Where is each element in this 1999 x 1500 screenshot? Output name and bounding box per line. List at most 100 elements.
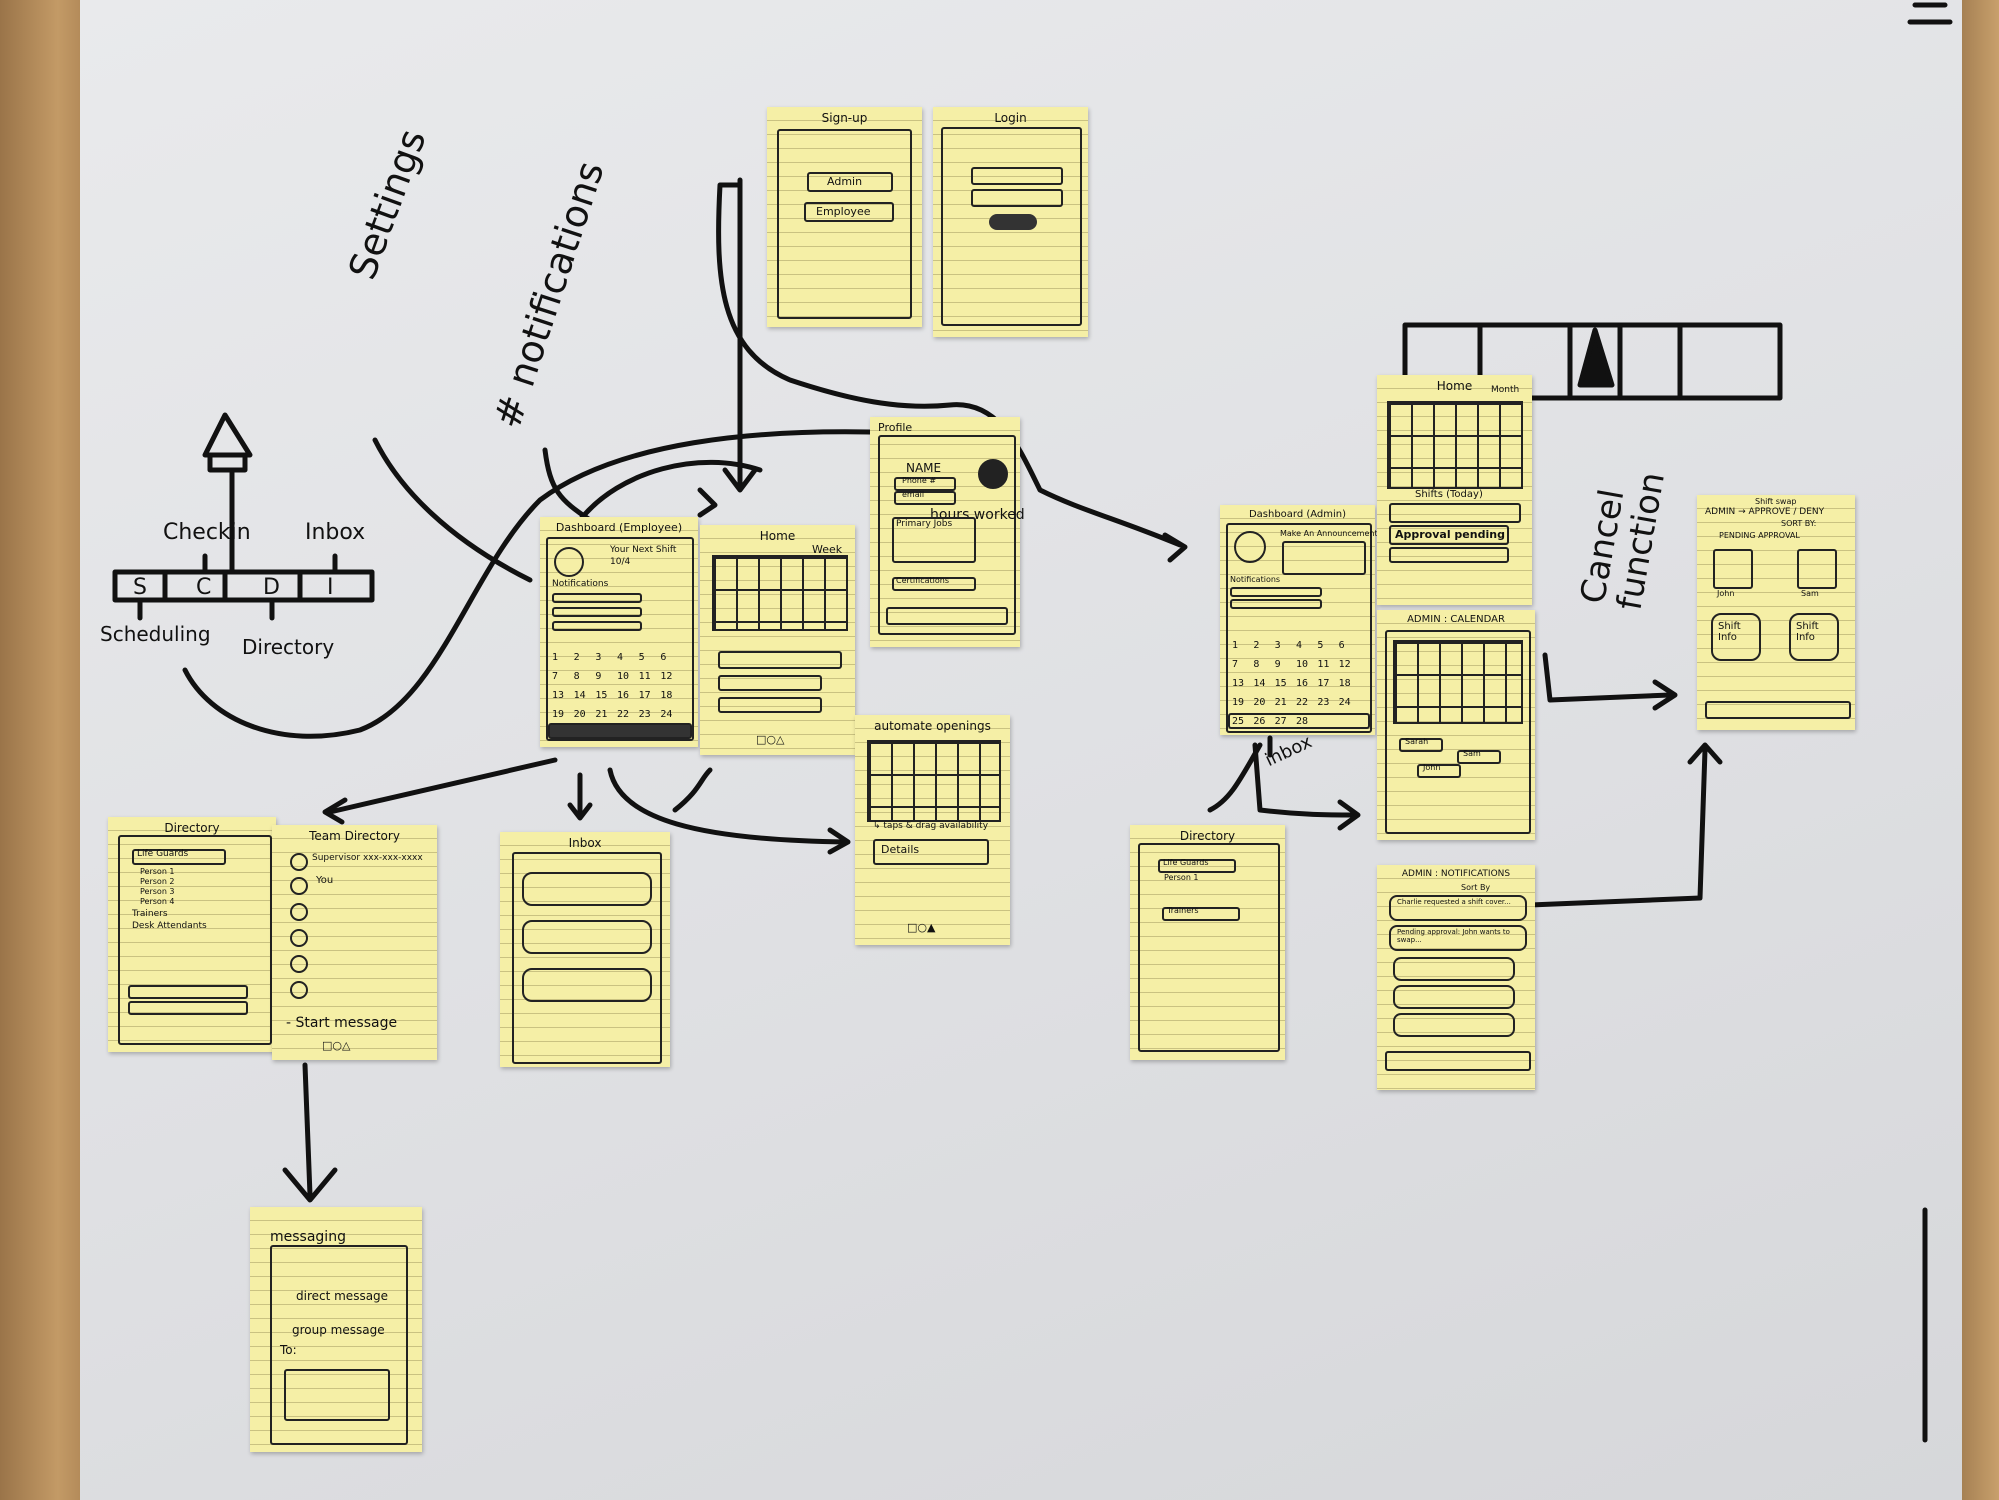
employee-button[interactable]: Employee	[804, 202, 894, 222]
message-row[interactable]	[522, 872, 652, 906]
calendar-day[interactable]: 5	[1317, 640, 1324, 651]
week-grid[interactable]	[712, 555, 848, 631]
person-chip[interactable]: John	[1417, 763, 1461, 778]
calendar-day[interactable]: 3	[1274, 640, 1281, 651]
calendar-day[interactable]: 22	[616, 709, 630, 720]
username-field[interactable]	[971, 167, 1063, 185]
approval-pending[interactable]: Approval pending	[1389, 525, 1509, 545]
shift-info-1[interactable]: Shift Info	[1711, 613, 1761, 661]
notification-row[interactable]	[1230, 587, 1322, 597]
notification-row[interactable]	[552, 621, 642, 631]
calendar-day[interactable]: 14	[573, 690, 586, 701]
calendar-day[interactable]: 10	[1296, 659, 1309, 670]
calendar-day[interactable]: 21	[595, 709, 608, 720]
email-field[interactable]: email	[894, 490, 956, 505]
details-box[interactable]: Details	[873, 839, 989, 865]
announcement-field[interactable]	[1282, 541, 1366, 575]
calendar-grid[interactable]	[1393, 640, 1523, 724]
calendar-day[interactable]: 16	[1296, 678, 1309, 689]
calendar-day[interactable]: 21	[1274, 697, 1287, 708]
group-message-option[interactable]: group message	[292, 1323, 385, 1337]
calendar-day[interactable]: 11	[638, 671, 651, 682]
person-chip[interactable]: Sam	[1457, 749, 1501, 764]
message-row[interactable]	[522, 920, 652, 954]
password-field[interactable]	[971, 189, 1063, 207]
message-body[interactable]	[284, 1369, 390, 1421]
calendar-day[interactable]: 28	[1296, 716, 1309, 727]
list-item[interactable]: Person 1	[140, 867, 175, 876]
month-grid[interactable]	[1387, 401, 1523, 489]
calendar-day[interactable]: 23	[638, 709, 651, 720]
shift-row[interactable]	[718, 675, 822, 691]
calendar-day[interactable]: 1	[552, 652, 559, 663]
calendar-day[interactable]: 13	[552, 690, 565, 701]
calendar-day[interactable]: 10	[616, 671, 630, 682]
dropdown-desk[interactable]: Desk Attendants	[132, 921, 207, 931]
shift-row[interactable]	[1389, 503, 1521, 523]
phone-field[interactable]: Phone #	[894, 476, 956, 491]
calendar-day[interactable]: 15	[595, 690, 608, 701]
shift-row[interactable]	[718, 651, 842, 669]
calendar-day[interactable]: 1	[1232, 640, 1239, 651]
calendar-day[interactable]: 16	[616, 690, 630, 701]
calendar-day[interactable]: 17	[1317, 678, 1330, 689]
calendar-day[interactable]: 26	[1253, 716, 1266, 727]
calendar-day[interactable]: 19	[1232, 697, 1245, 708]
calendar-day[interactable]: 13	[1232, 678, 1245, 689]
calendar-day[interactable]: 24	[660, 709, 673, 720]
list-item[interactable]: Person 4	[140, 897, 175, 906]
dropdown-trainers[interactable]: Trainers	[132, 909, 168, 919]
list-item[interactable]: Person 3	[140, 887, 175, 896]
calendar-day[interactable]: 5	[638, 652, 645, 663]
calendar-day[interactable]: 15	[1274, 678, 1287, 689]
calendar-day[interactable]: 19	[552, 709, 565, 720]
notification-card[interactable]: Pending approval: John wants to swap...	[1389, 925, 1527, 951]
shift-info-2[interactable]: Shift Info	[1789, 613, 1839, 661]
calendar-day[interactable]: 17	[638, 690, 651, 701]
login-button[interactable]	[989, 214, 1037, 230]
calendar-day[interactable]: 14	[1253, 678, 1266, 689]
calendar-day[interactable]: 7	[1232, 659, 1239, 670]
calendar-day[interactable]: 23	[1317, 697, 1330, 708]
dropdown-life-guards[interactable]: Life Guards	[132, 849, 226, 865]
calendar-day[interactable]: 25	[1232, 716, 1245, 727]
notification-card[interactable]	[1393, 957, 1515, 981]
calendar-day[interactable]: 7	[552, 671, 559, 682]
calendar-day[interactable]: 12	[660, 671, 673, 682]
calendar-day[interactable]: 18	[660, 690, 673, 701]
list-item[interactable]: Person 2	[140, 877, 175, 886]
calendar-day[interactable]: 9	[1274, 659, 1281, 670]
sort-by-label[interactable]: SORT BY:	[1781, 519, 1817, 528]
calendar-day[interactable]: 11	[1317, 659, 1330, 670]
calendar-day[interactable]: 8	[573, 671, 580, 682]
calendar-day[interactable]: 2	[1253, 640, 1260, 651]
calendar-day[interactable]: 24	[1338, 697, 1351, 708]
direct-message-option[interactable]: direct message	[296, 1289, 389, 1303]
calendar-day[interactable]: 4	[1296, 640, 1303, 651]
dropdown-trainers[interactable]: Trainers	[1162, 906, 1240, 921]
message-row[interactable]	[522, 968, 652, 1002]
calendar-day[interactable]: 6	[1338, 640, 1345, 651]
notification-card[interactable]	[1393, 1013, 1515, 1037]
admin-button[interactable]: Admin	[807, 172, 893, 192]
sort-by-label[interactable]: Sort By	[1461, 883, 1491, 892]
calendar-day[interactable]: 4	[616, 652, 624, 663]
calendar-day[interactable]: 6	[660, 652, 667, 663]
calendar-day[interactable]: 27	[1274, 716, 1287, 727]
notification-card[interactable]: Charlie requested a shift cover...	[1389, 895, 1527, 921]
start-message[interactable]: - Start message	[286, 1015, 398, 1031]
calendar-day[interactable]: 20	[1253, 697, 1266, 708]
shift-row[interactable]	[1389, 547, 1509, 563]
calendar-day[interactable]: 22	[1296, 697, 1309, 708]
calendar-day[interactable]: 12	[1338, 659, 1351, 670]
calendar-day[interactable]: 2	[573, 652, 580, 663]
calendar-day[interactable]: 20	[573, 709, 586, 720]
calendar-day[interactable]: 3	[595, 652, 602, 663]
notification-row[interactable]	[552, 593, 642, 603]
notification-card[interactable]	[1393, 985, 1515, 1009]
notification-row[interactable]	[552, 607, 642, 617]
list-item[interactable]: Person 1	[1164, 873, 1199, 882]
calendar-day[interactable]: 9	[595, 671, 602, 682]
availability-grid[interactable]	[867, 740, 1001, 822]
calendar-day[interactable]: 8	[1253, 659, 1260, 670]
